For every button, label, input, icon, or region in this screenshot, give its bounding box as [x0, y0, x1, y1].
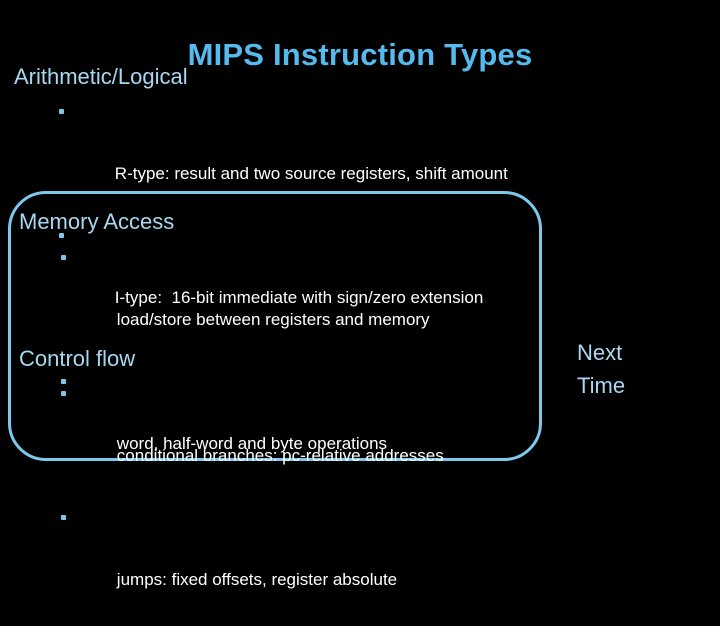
side-note-line-2: Time: [577, 373, 626, 398]
list-item-label: word, half-word and byte operations: [116, 434, 388, 453]
section-heading-arithmetic-logical: Arithmetic/Logical: [14, 64, 188, 89]
list-item-label: load/store between registers and memory: [116, 310, 430, 329]
list-item: jumps: fixed offsets, register absolute: [52, 502, 444, 626]
bullet-dot-icon: [59, 109, 64, 114]
list-item-label: jumps: fixed offsets, register absolute: [116, 570, 398, 589]
list-item-label: I-type: 16-bit immediate with sign/zero …: [114, 288, 484, 307]
bullet-list-memory-access: load/store between registers and memory …: [52, 242, 430, 490]
highlight-callout-box: [8, 191, 542, 461]
side-note-line-1: Next: [577, 340, 623, 365]
section-heading-memory-access: Memory Access: [19, 209, 175, 234]
bullet-dot-icon: [61, 391, 66, 396]
page-title: MIPS Instruction Types: [187, 36, 533, 72]
bullet-dot-icon: [59, 233, 64, 238]
side-note-next-time: Next Time: [577, 336, 625, 402]
bullet-list-arithmetic-logical: R-type: result and two source registers,…: [50, 96, 508, 344]
section-memory-access: Memory Access load/store between registe…: [19, 208, 430, 490]
slide-canvas: MIPS Instruction Types Arithmetic/Logica…: [8, 36, 626, 589]
list-item-label: conditional branches: pc-relative addres…: [116, 446, 444, 465]
bullet-dot-icon: [61, 515, 66, 520]
list-item: load/store between registers and memory: [52, 242, 430, 366]
list-item: R-type: result and two source registers,…: [50, 96, 508, 220]
list-item: I-type: 16-bit immediate with sign/zero …: [50, 220, 508, 344]
bullet-dot-icon: [61, 379, 66, 384]
section-arithmetic-logical: Arithmetic/Logical R-type: result and tw…: [14, 63, 508, 344]
section-heading-control-flow: Control flow: [19, 346, 136, 371]
list-item: conditional branches: pc-relative addres…: [52, 378, 444, 502]
bullet-list-control-flow: conditional branches: pc-relative addres…: [52, 378, 444, 626]
list-item-label: R-type: result and two source registers,…: [114, 164, 508, 183]
list-item: word, half-word and byte operations: [52, 366, 430, 490]
bullet-dot-icon: [61, 255, 66, 260]
section-control-flow: Control flow conditional branches: pc-re…: [19, 345, 444, 626]
